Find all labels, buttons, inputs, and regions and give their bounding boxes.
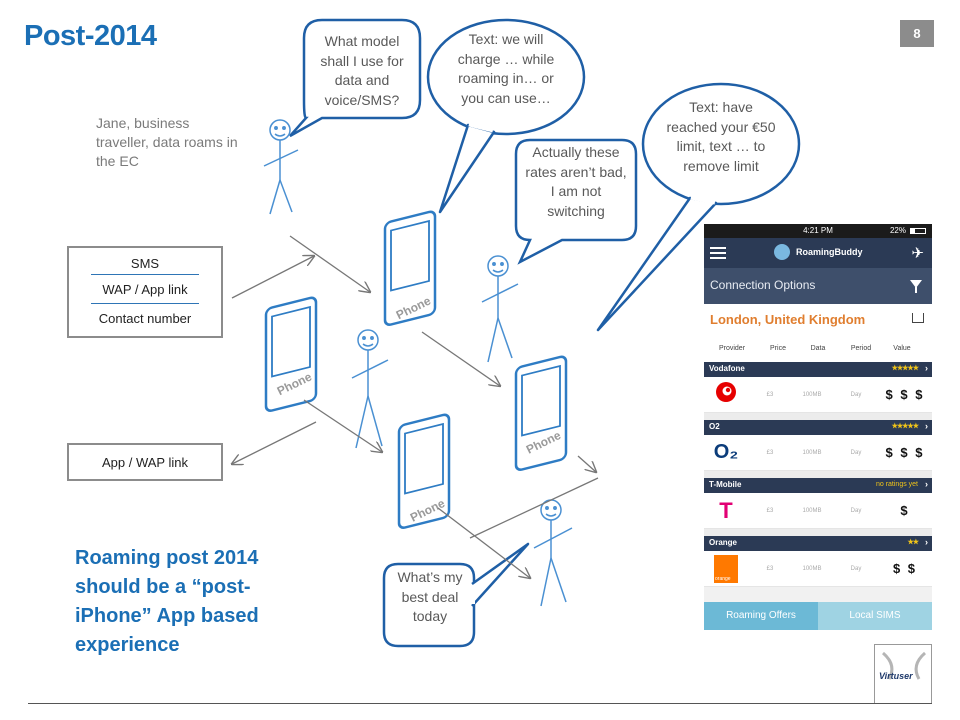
col-data: Data <box>810 344 826 352</box>
value-rating: $ $ $ <box>885 445 925 460</box>
arrow <box>421 331 500 386</box>
battery-icon <box>910 228 926 234</box>
col-provider: Provider <box>718 344 746 352</box>
channel-contact-number: Contact number <box>98 311 192 326</box>
connection-options-bar: Connection Options <box>704 268 932 304</box>
provider-header-o2[interactable]: O2 ★★★★★ › <box>704 420 932 435</box>
roamingbuddy-logo-icon <box>774 244 790 260</box>
tmobile-logo-icon: T <box>719 497 733 523</box>
orange-logo-icon: orange <box>704 554 748 583</box>
provider-row-vodafone[interactable]: £3 100MB Day $ $ $ <box>704 377 932 413</box>
status-time: 4:21 PM <box>803 226 833 235</box>
value-rating: $ $ <box>892 561 918 576</box>
phone-2 <box>264 296 318 412</box>
chevron-right-icon: › <box>925 363 928 373</box>
footer-divider <box>28 703 932 704</box>
stick-figure-jane <box>263 119 299 215</box>
phone-4 <box>397 413 451 529</box>
app-link-box: App / WAP link <box>67 443 223 481</box>
channels-box: SMS WAP / App link Contact number <box>67 246 223 338</box>
col-period: Period <box>850 344 872 352</box>
arrow <box>437 507 530 578</box>
rating-stars: ★★ <box>907 539 919 546</box>
arrow <box>232 421 317 464</box>
phone-1 <box>383 210 437 326</box>
tab-roaming-offers[interactable]: Roaming Offers <box>704 602 818 630</box>
provider-header-orange[interactable]: Orange ★★ › <box>704 536 932 551</box>
rating-stars: ★★★★★ <box>891 423 919 430</box>
bubble-charge-text <box>426 18 586 136</box>
share-icon[interactable] <box>912 313 924 323</box>
location-name: London, United Kingdom <box>710 312 866 327</box>
slide-title: Post-2014 <box>24 20 157 52</box>
bubble-model-question-text: What model shall I use for data and voic… <box>320 33 404 108</box>
provider-row-tmobile[interactable]: T £3 100MB Day $ <box>704 493 932 529</box>
arrow <box>231 256 314 299</box>
provider-row-orange[interactable]: orange £3 100MB Day $ $ <box>704 551 932 587</box>
chevron-right-icon: › <box>925 537 928 547</box>
stick-figure-4 <box>533 499 573 607</box>
bubble-limit-text-text: Text: have reached your €50 limit, text … <box>666 99 776 174</box>
phone-3 <box>514 355 568 471</box>
value-rating: $ $ $ <box>885 387 925 402</box>
col-price: Price <box>770 344 786 352</box>
bubble-best-deal <box>382 562 476 648</box>
provider-table-header: Provider Price Data Period Value <box>704 334 932 362</box>
hamburger-menu-icon[interactable] <box>710 247 726 259</box>
bottom-tabs: Roaming Offers Local SIMS <box>704 602 932 630</box>
o2-logo-icon: O₂ <box>713 441 739 463</box>
virtuser-logo: Virtuser <box>874 644 932 704</box>
virtuser-logo-text: Virtuser <box>879 671 913 681</box>
channel-wap-app-link: WAP / App link <box>102 282 188 297</box>
bubble-charge-text-text: Text: we will charge … while roaming in…… <box>457 31 555 106</box>
rating-stars: ★★★★★ <box>891 365 919 372</box>
col-value: Value <box>893 344 911 352</box>
arrow <box>303 399 382 452</box>
tab-local-sims[interactable]: Local SIMS <box>818 602 932 630</box>
app-header: RoamingBuddy ✈ <box>704 238 932 268</box>
stick-figure-2 <box>351 329 389 449</box>
airplane-icon[interactable]: ✈ <box>911 245 924 262</box>
filter-icon[interactable] <box>910 280 922 293</box>
chevron-right-icon: › <box>925 421 928 431</box>
bubble-rates-ok-text: Actually these rates aren’t bad, I am no… <box>525 144 627 219</box>
bubble-rates-ok <box>514 138 638 265</box>
provider-row-o2[interactable]: O₂ £3 100MB Day $ $ $ <box>704 435 932 471</box>
location-row: London, United Kingdom <box>704 304 932 334</box>
channel-sms: SMS <box>130 256 160 271</box>
chevron-right-icon: › <box>925 479 928 489</box>
stick-figure-3 <box>481 255 519 363</box>
jane-description: Jane, business traveller, data roams in … <box>96 115 238 169</box>
conclusion-text: Roaming post 2014 should be a “post-iPho… <box>75 547 259 656</box>
status-bar: 4:21 PM 22% <box>704 224 932 238</box>
provider-header-vodafone[interactable]: Vodafone ★★★★★ › <box>704 362 932 377</box>
page-number-badge: 8 <box>900 20 934 47</box>
roaming-buddy-app-screenshot: 4:21 PM 22% RoamingBuddy ✈ Connection Op… <box>704 224 932 630</box>
value-rating: $ <box>900 503 910 518</box>
connection-options-title: Connection Options <box>710 278 816 292</box>
arrow <box>289 235 370 292</box>
vodafone-logo-icon <box>704 381 748 408</box>
battery-percent: 22% <box>889 226 906 235</box>
bubble-best-deal-text: What’s my best deal today <box>397 569 463 624</box>
bubble-model-question <box>289 18 422 138</box>
rating-text: no ratings yet <box>875 481 918 488</box>
app-brand: RoamingBuddy <box>796 247 863 257</box>
bubble-limit-text <box>641 82 801 206</box>
arrow <box>577 455 596 472</box>
app-wap-link-label: App / WAP link <box>102 455 188 470</box>
provider-header-tmobile[interactable]: T-Mobile no ratings yet › <box>704 478 932 493</box>
